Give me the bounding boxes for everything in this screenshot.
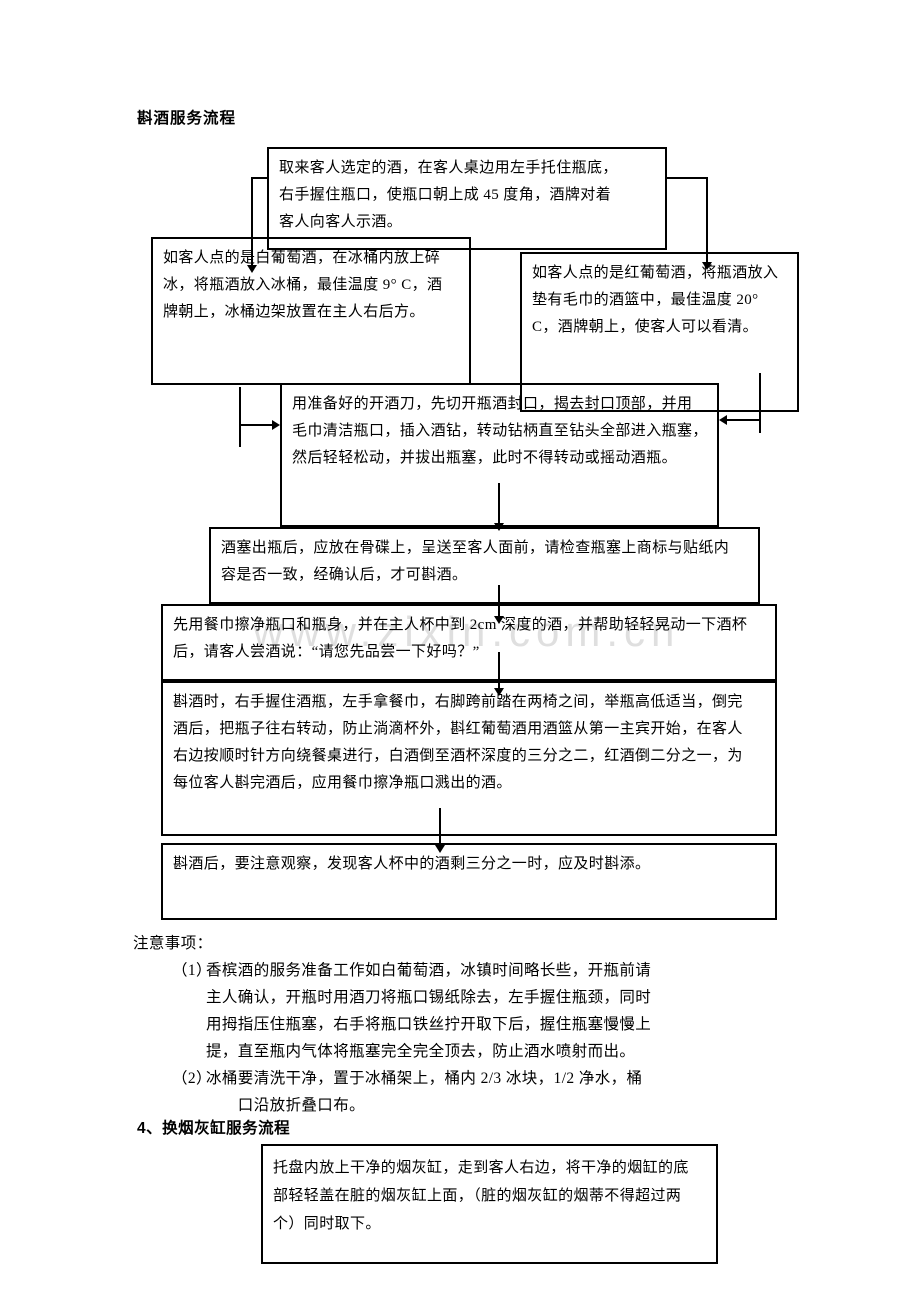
page-title: 斟酒服务流程	[137, 110, 237, 127]
flow-box-change-ashtray: 托盘内放上干净的烟灰缸，走到客人右边，将干净的烟缸的底 部轻轻盖在脏的烟灰缸上面…	[261, 1144, 718, 1264]
flow-box-check-cork-text: 酒塞出瓶后，应放在骨碟上，呈送至客人面前，请检查瓶塞上商标与贴纸内 容是否一致，…	[221, 540, 730, 583]
notes-section: 注意事项： （1） 香槟酒的服务准备工作如白葡萄酒，冰镇时间略长些，开瓶前请 主…	[133, 930, 813, 1119]
notes-heading: 注意事项：	[133, 935, 213, 952]
arrowhead-down-pour-wine-icon	[494, 688, 504, 696]
connector-present-to-red-horizontal	[667, 177, 708, 179]
connector-red-to-open-vertical	[759, 373, 761, 433]
connector-open-to-check-vertical	[498, 483, 500, 523]
arrowhead-right-open-bottle-icon	[272, 420, 280, 430]
arrowhead-left-open-bottle-icon	[719, 415, 727, 425]
flow-box-white-wine: 如客人点的是白葡萄酒，在冰桶内放上碎 冰，将瓶酒放入冰桶，最佳温度 9° C，酒…	[151, 237, 471, 385]
note-item-1: （1） 香槟酒的服务准备工作如白葡萄酒，冰镇时间略长些，开瓶前请 主人确认，开瓶…	[172, 957, 813, 1065]
flow-box-present-wine: 取来客人选定的酒，在客人桌边用左手托住瓶底， 右手握住瓶口，使瓶口朝上成 45 …	[267, 147, 667, 250]
flow-box-refill-wine: 斟酒后，要注意观察，发现客人杯中的酒剩三分之一时，应及时斟添。	[161, 843, 777, 920]
flow-box-pour-wine-text: 斟酒时，右手握住酒瓶，左手拿餐巾，右脚跨前踏在两椅之间，举瓶高低适当，倒完 酒后…	[173, 694, 743, 791]
arrowhead-down-refill-wine-icon	[435, 845, 445, 853]
connector-present-to-white-vertical	[251, 177, 253, 265]
flow-box-taste-wine-text: 先用餐巾擦净瓶口和瓶身，并在主人杯中到 2cm 深度的酒，并帮助轻轻晃动一下酒杯…	[173, 617, 748, 660]
flow-box-change-ashtray-text: 托盘内放上干净的烟灰缸，走到客人右边，将干净的烟缸的底 部轻轻盖在脏的烟灰缸上面…	[273, 1160, 689, 1232]
connector-white-to-open-horizontal	[240, 424, 273, 426]
connector-red-to-open-horizontal	[727, 419, 760, 421]
connector-present-to-white-horizontal	[252, 177, 269, 179]
flow-box-open-bottle-text: 用准备好的开酒刀，先切开瓶酒封口，揭去封口顶部，并用 毛巾清洁瓶口，插入酒钻，转…	[292, 396, 708, 466]
flow-box-open-bottle: 用准备好的开酒刀，先切开瓶酒封口，揭去封口顶部，并用 毛巾清洁瓶口，插入酒钻，转…	[280, 383, 719, 527]
arrowhead-down-taste-wine-icon	[494, 616, 504, 624]
flow-box-taste-wine: 先用餐巾擦净瓶口和瓶身，并在主人杯中到 2cm 深度的酒，并帮助轻轻晃动一下酒杯…	[161, 604, 777, 681]
arrowhead-down-white-wine-icon	[247, 265, 257, 273]
flow-box-check-cork: 酒塞出瓶后，应放在骨碟上，呈送至客人面前，请检查瓶塞上商标与贴纸内 容是否一致，…	[209, 527, 760, 604]
note-item-2: （2） 冰桶要清洗干净，置于冰桶架上，桶内 2/3 冰块，1/2 净水，桶 口沿…	[172, 1065, 813, 1119]
connector-check-to-taste-vertical	[498, 585, 500, 616]
flow-box-pour-wine: 斟酒时，右手握住酒瓶，左手拿餐巾，右脚跨前踏在两椅之间，举瓶高低适当，倒完 酒后…	[161, 681, 777, 836]
note-item-2-text: 冰桶要清洗干净，置于冰桶架上，桶内 2/3 冰块，1/2 净水，桶 口沿放折叠口…	[206, 1070, 643, 1114]
note-item-2-number: （2）	[172, 1070, 212, 1087]
flow-box-white-wine-text: 如客人点的是白葡萄酒，在冰桶内放上碎 冰，将瓶酒放入冰桶，最佳温度 9° C，酒…	[163, 250, 443, 320]
connector-present-to-red-vertical	[706, 177, 708, 262]
flow-box-red-wine: 如客人点的是红葡萄酒，将瓶酒放入 垫有毛巾的酒篮中，最佳温度 20° C，酒牌朝…	[520, 252, 799, 412]
section-title-change-ashtray: 4、换烟灰缸服务流程	[137, 1120, 291, 1137]
flow-box-present-wine-text: 取来客人选定的酒，在客人桌边用左手托住瓶底， 右手握住瓶口，使瓶口朝上成 45 …	[279, 160, 618, 230]
note-item-1-number: （1）	[172, 962, 212, 979]
flow-box-red-wine-text: 如客人点的是红葡萄酒，将瓶酒放入 垫有毛巾的酒篮中，最佳温度 20° C，酒牌朝…	[532, 265, 779, 335]
flow-box-refill-wine-text: 斟酒后，要注意观察，发现客人杯中的酒剩三分之一时，应及时斟添。	[173, 856, 651, 872]
note-item-1-text: 香槟酒的服务准备工作如白葡萄酒，冰镇时间略长些，开瓶前请 主人确认，开瓶时用酒刀…	[206, 962, 652, 1060]
watermark-text: www.zixin.com.cn	[253, 608, 681, 655]
arrowhead-down-red-wine-icon	[702, 262, 712, 270]
connector-taste-to-pour-vertical	[498, 652, 500, 688]
connector-pour-to-refill-vertical	[439, 808, 441, 845]
connector-white-to-open-vertical	[239, 387, 241, 447]
